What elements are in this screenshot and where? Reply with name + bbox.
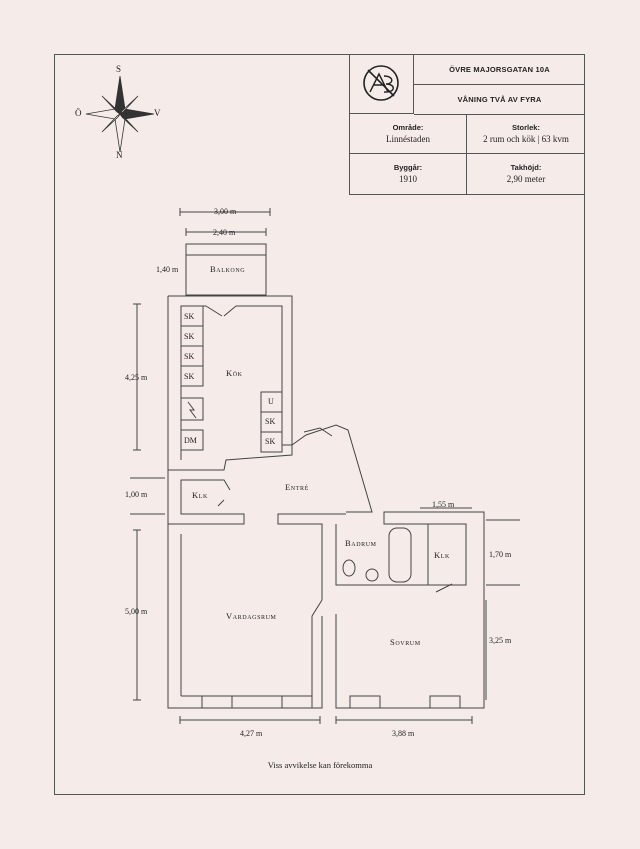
disclaimer-note: Viss avvikelse kan förekomma bbox=[267, 760, 373, 770]
room-vardagsrum: Vardagsrum bbox=[226, 611, 277, 621]
dim-100-line bbox=[130, 477, 165, 515]
compass-east-label: Ö bbox=[75, 108, 82, 118]
dim-label-388: 3,88 m bbox=[392, 729, 415, 738]
living-window-1 bbox=[201, 695, 233, 709]
dim-388-line bbox=[335, 716, 473, 724]
entry-wall-east bbox=[291, 424, 373, 513]
kitchen-south-wall bbox=[168, 445, 293, 471]
page-frame bbox=[54, 54, 585, 795]
logo bbox=[350, 54, 414, 114]
year-value: 1910 bbox=[399, 174, 417, 184]
sink bbox=[365, 568, 379, 582]
dim-label-155: 1,55 m bbox=[432, 500, 455, 509]
bed-window-1 bbox=[349, 695, 381, 709]
fixture-sk-5: SK bbox=[265, 417, 276, 426]
monogram-logo-icon bbox=[363, 65, 399, 101]
size-label: Storlek: bbox=[512, 123, 540, 132]
living-room-walls bbox=[167, 513, 346, 709]
dim-300-line bbox=[179, 208, 271, 216]
fixture-sk-3: SK bbox=[184, 352, 195, 361]
size-cell: Storlek: 2 rum och kök | 63 kvm bbox=[467, 114, 585, 154]
compass-rose: S N Ö V bbox=[72, 64, 168, 162]
fixture-dm: DM bbox=[184, 436, 197, 445]
dim-label-325: 3,25 m bbox=[489, 636, 512, 645]
dim-425-line bbox=[133, 303, 141, 451]
dim-240-line bbox=[185, 228, 267, 236]
dim-label-100: 1,00 m bbox=[125, 490, 148, 499]
room-balkong: Balkong bbox=[210, 264, 246, 274]
room-entre: Entré bbox=[285, 482, 309, 492]
fixture-sk-2: SK bbox=[184, 332, 195, 341]
bathtub bbox=[388, 527, 412, 583]
dim-500-line bbox=[133, 529, 141, 701]
bed-window-2 bbox=[429, 695, 461, 709]
room-sovrum: Sovrum bbox=[390, 637, 421, 647]
dm-box bbox=[180, 429, 204, 451]
fixture-u: U bbox=[268, 397, 274, 406]
closet-1-walls bbox=[167, 470, 245, 525]
dim-label-427: 4,27 m bbox=[240, 729, 263, 738]
entry-door bbox=[303, 427, 333, 437]
fixture-sk-1: SK bbox=[184, 312, 195, 321]
compass-north-label: N bbox=[116, 150, 123, 160]
room-badrum: Badrum bbox=[345, 538, 377, 548]
kitchen-wall-inner bbox=[181, 305, 283, 412]
toilet bbox=[342, 559, 356, 577]
dim-label-425: 4,25 m bbox=[125, 373, 148, 382]
dim-label-170: 1,70 m bbox=[489, 550, 512, 559]
area-label: Område: bbox=[392, 123, 424, 132]
room-kok: Kök bbox=[226, 368, 243, 378]
sk4-box bbox=[180, 365, 204, 387]
floor-title: VÅNING TVÅ AV FYRA bbox=[414, 84, 585, 115]
sk6-box bbox=[260, 431, 283, 453]
area-cell: Område: Linnéstaden bbox=[350, 114, 467, 154]
dim-label-240: 2,40 m bbox=[213, 228, 236, 237]
title-block: ÖVRE MAJORSGATAN 10A VÅNING TVÅ AV FYRA … bbox=[349, 54, 585, 195]
ceiling-value: 2,90 meter bbox=[506, 174, 546, 184]
dim-label-140: 1,40 m bbox=[156, 265, 179, 274]
year-cell: Byggår: 1910 bbox=[350, 154, 467, 194]
kitchen-wall-outer bbox=[168, 295, 293, 446]
kitchen-west-wall bbox=[167, 296, 182, 470]
compass-rose-icon bbox=[85, 75, 155, 153]
dim-label-500: 5,00 m bbox=[125, 607, 148, 616]
fixture-sk-6: SK bbox=[265, 437, 276, 446]
kitchen-door bbox=[205, 305, 237, 317]
room-klk-1: Klk bbox=[192, 490, 208, 500]
compass-west-label: V bbox=[154, 108, 161, 118]
electric-icon bbox=[187, 401, 197, 419]
dim-label-300: 3,00 m bbox=[214, 207, 237, 216]
ceiling-label: Takhöjd: bbox=[510, 163, 542, 172]
closet-2-door bbox=[435, 583, 453, 593]
bedroom-walls bbox=[335, 511, 485, 709]
electric-box bbox=[180, 397, 204, 421]
dim-427-line bbox=[179, 716, 321, 724]
room-klk-2: Klk bbox=[434, 550, 450, 560]
year-label: Byggår: bbox=[393, 163, 423, 172]
size-value: 2 rum och kök | 63 kvm bbox=[483, 134, 569, 144]
fixture-sk-4: SK bbox=[184, 372, 195, 381]
living-door bbox=[311, 599, 323, 617]
compass-south-label: S bbox=[116, 64, 122, 74]
area-value: Linnéstaden bbox=[386, 134, 430, 144]
dim-170-line bbox=[486, 519, 520, 586]
address-title: ÖVRE MAJORSGATAN 10A bbox=[414, 54, 585, 85]
ceiling-cell: Takhöjd: 2,90 meter bbox=[467, 154, 585, 194]
living-window-2 bbox=[281, 695, 313, 709]
